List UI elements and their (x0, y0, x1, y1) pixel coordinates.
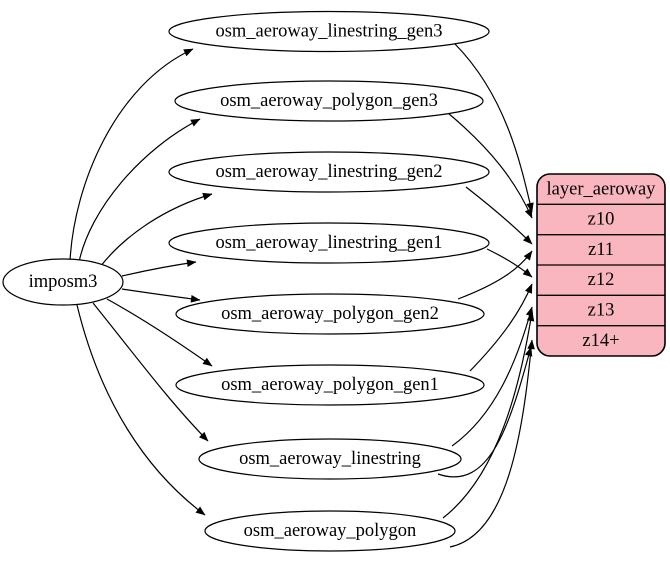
table-label: osm_aeroway_linestring_gen1 (215, 233, 442, 253)
row-z12: z12 (588, 270, 615, 290)
node-osm-aeroway-polygon: osm_aeroway_polygon (204, 510, 456, 552)
node-osm-aeroway-polygon-gen2: osm_aeroway_polygon_gen2 (175, 293, 485, 335)
table-label: osm_aeroway_linestring_gen3 (215, 22, 442, 42)
node-osm-aeroway-linestring: osm_aeroway_linestring (198, 438, 462, 480)
table-ellipse (168, 151, 490, 193)
table-ellipse (198, 438, 462, 480)
table-ellipse (168, 222, 490, 264)
table-label: osm_aeroway_linestring (239, 449, 421, 469)
row-z11: z11 (588, 240, 614, 260)
table-label: osm_aeroway_polygon_gen2 (221, 304, 439, 324)
edge-linestring-gen1-z12 (486, 248, 533, 278)
edge-imposm3-linestring-gen1 (121, 259, 197, 277)
table-ellipse (175, 293, 485, 335)
node-osm-aeroway-polygon-gen3: osm_aeroway_polygon_gen3 (174, 80, 484, 122)
edge-linestring-z14plus (437, 346, 533, 478)
row-z14plus: z14+ (582, 331, 619, 351)
edges-source-to-tables (69, 48, 213, 516)
imposm3-label: imposm3 (29, 272, 98, 292)
node-osm-aeroway-linestring-gen2: osm_aeroway_linestring_gen2 (168, 151, 490, 193)
table-ellipse (204, 510, 456, 552)
row-z13: z13 (588, 301, 615, 321)
table-label: osm_aeroway_polygon_gen1 (221, 375, 439, 395)
table-ellipse (168, 10, 490, 53)
layer-aeroway-title: layer_aeroway (547, 180, 657, 200)
table-label: osm_aeroway_polygon_gen3 (220, 91, 438, 111)
table-ellipse (175, 364, 485, 406)
node-osm-aeroway-polygon-gen1: osm_aeroway_polygon_gen1 (175, 364, 485, 406)
node-imposm3: imposm3 (2, 258, 124, 306)
edge-polygon-gen3-z10 (447, 112, 533, 219)
edge-imposm3-linestring (92, 302, 209, 442)
node-osm-aeroway-linestring-gen1: osm_aeroway_linestring_gen1 (168, 222, 490, 264)
edge-imposm3-polygon-gen3 (78, 118, 201, 263)
row-z10: z10 (588, 210, 615, 230)
table-ellipse (174, 80, 484, 122)
edge-imposm3-polygon (76, 304, 206, 516)
edge-polygon-gen1-z12 (469, 283, 533, 372)
edge-linestring-gen3-z10 (454, 43, 534, 213)
edge-polygon-gen2-z11 (457, 250, 533, 300)
edge-linestring-z13 (451, 306, 534, 447)
imposm3-ellipse (2, 258, 124, 306)
table-label: osm_aeroway_linestring_gen2 (215, 162, 442, 182)
table-label: osm_aeroway_polygon (244, 521, 417, 541)
edge-polygon-z13 (442, 311, 535, 519)
node-osm-aeroway-linestring-gen3: osm_aeroway_linestring_gen3 (168, 10, 490, 53)
edge-linestring-gen2-z11 (465, 186, 533, 245)
edge-imposm3-polygon-gen1 (106, 298, 213, 367)
edge-imposm3-linestring-gen3 (69, 48, 194, 262)
edges-tables-to-layer (437, 43, 535, 548)
edge-imposm3-polygon-gen2 (121, 288, 201, 303)
node-layer-aeroway: layer_aeroway z10 z11 z12 z13 z14+ (536, 173, 666, 357)
edge-polygon-z14plus (449, 339, 535, 548)
edge-imposm3-linestring-gen2 (99, 192, 213, 268)
